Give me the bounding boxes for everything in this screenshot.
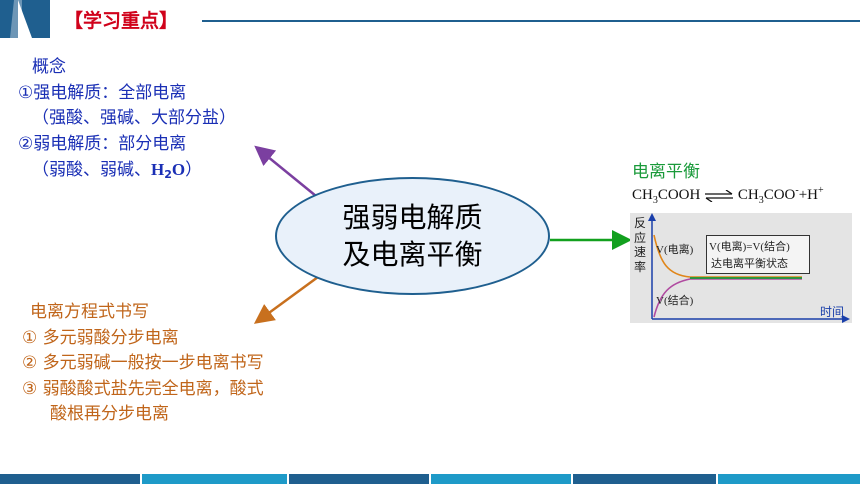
equation-writing-item-3-cont: 酸根再分步电离 bbox=[50, 404, 169, 424]
ionization-formula: CH3COOH CH3COO-+H+ bbox=[632, 185, 824, 206]
equation-writing-heading: 电离方程式书写 bbox=[30, 302, 149, 322]
y-axis-label: 反应速率 bbox=[634, 216, 647, 274]
formula-sub-3: 3 bbox=[652, 195, 658, 206]
arrow-to-concept bbox=[254, 145, 317, 197]
equation-writing-item-2: ② 多元弱碱一般按一步电离书写 bbox=[22, 353, 264, 373]
equilibrium-state-line2: 达电离平衡状态 bbox=[711, 258, 788, 270]
water-subscript: 2 bbox=[164, 168, 172, 181]
concept-strong-electrolyte: ①强电解质：全部电离 bbox=[18, 82, 187, 103]
y-axis-arrow bbox=[648, 213, 656, 221]
concept-block: 概念 ①强电解质：全部电离 （强酸、强碱、大部分盐） ②弱电解质：部分电离 （弱… bbox=[18, 55, 236, 183]
equilibrium-title: 电离平衡 bbox=[632, 162, 700, 182]
equilibrium-arrows-icon bbox=[705, 189, 734, 203]
curve-ionization bbox=[653, 234, 802, 278]
concept-weak-examples: （弱酸、弱碱、H2O） bbox=[18, 157, 236, 183]
equation-writing-item-3: ③ 弱酸酸式盐先完全电离，酸式 bbox=[22, 378, 264, 399]
header-icon bbox=[0, 0, 50, 38]
x-axis-arrow bbox=[842, 315, 850, 323]
formula-coo: COO bbox=[763, 187, 796, 203]
center-topic-line1: 强弱电解质 bbox=[342, 201, 483, 234]
center-topic: 强弱电解质 及电离平衡 bbox=[275, 199, 550, 273]
equilibrium-state-box bbox=[706, 235, 810, 274]
formula-sub-3-right: 3 bbox=[758, 195, 764, 206]
concept-heading: 概念 bbox=[32, 57, 66, 77]
formula-ch: CH bbox=[632, 187, 653, 203]
formula-h: +H bbox=[798, 187, 819, 203]
arrow-to-equation-writing bbox=[253, 275, 319, 324]
concept-strong-examples: （强酸、强碱、大部分盐） bbox=[32, 108, 236, 128]
rate-time-curves bbox=[648, 213, 850, 323]
center-ellipse bbox=[275, 177, 550, 295]
header-divider bbox=[202, 20, 860, 22]
water-o: O bbox=[171, 160, 186, 179]
concept-weak-examples-text: （弱酸、弱碱、 bbox=[32, 160, 151, 180]
concept-weak-electrolyte: ②弱电解质：部分电离 bbox=[18, 133, 187, 154]
curve-combination bbox=[653, 278, 802, 318]
concept-weak-examples-close: ） bbox=[185, 160, 203, 180]
equation-writing-item-1: ① 多元弱酸分步电离 bbox=[22, 327, 179, 348]
formula-cooh: COOH bbox=[657, 187, 701, 203]
water-h: H bbox=[151, 160, 165, 179]
center-topic-line2: 及电离平衡 bbox=[342, 238, 483, 271]
footer-bar bbox=[0, 474, 860, 484]
curve-combine-label: V(结合) bbox=[656, 295, 694, 307]
x-axis-label: 时间 bbox=[820, 305, 845, 319]
equilibrium-state-line1: V(电离)=V(结合) bbox=[709, 241, 790, 253]
header-title: 【学习重点】 bbox=[64, 10, 179, 32]
formula-sup-plus: + bbox=[818, 185, 824, 196]
formula-ch-right: CH bbox=[737, 187, 759, 203]
equation-writing-block: 电离方程式书写 ① 多元弱酸分步电离 ② 多元弱碱一般按一步电离书写 ③ 弱酸酸… bbox=[22, 300, 264, 428]
formula-sup-minus: - bbox=[795, 185, 799, 196]
curve-ionize-label: V(电离) bbox=[656, 244, 694, 256]
